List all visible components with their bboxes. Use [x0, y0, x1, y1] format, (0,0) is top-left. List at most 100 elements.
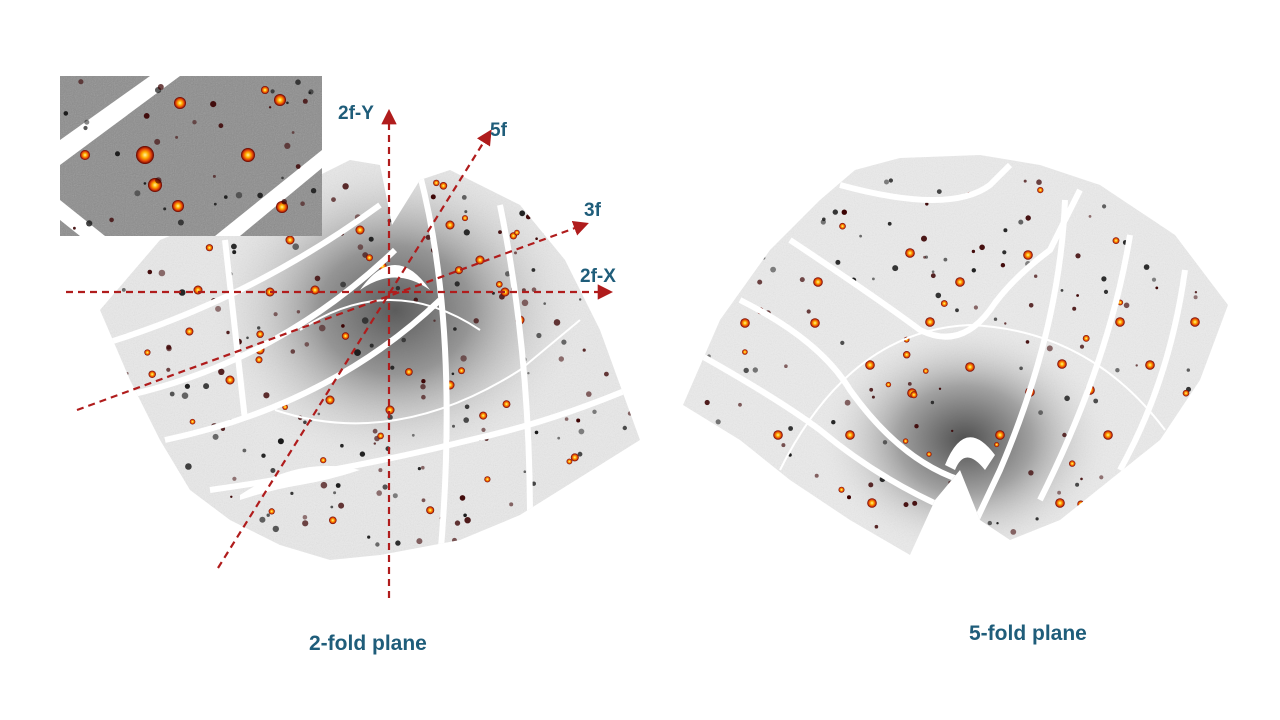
diffraction-spot: [134, 190, 141, 197]
diffraction-spot: [605, 200, 610, 206]
diffraction-spot: [1164, 479, 1169, 484]
diffraction-spot: [769, 481, 775, 487]
diffraction-spot: [317, 412, 321, 416]
diffraction-spot: [1185, 460, 1189, 464]
diffraction-spot: [868, 482, 874, 488]
diffraction-spot: [1143, 264, 1150, 270]
diffraction-spot: [368, 236, 374, 242]
diffraction-spot: [141, 512, 150, 521]
diffraction-spot: [531, 268, 536, 272]
diffraction-spot: [359, 451, 366, 457]
diffraction-spot: [543, 302, 546, 305]
diffraction-spot: [857, 534, 863, 541]
diffraction-spot: [1023, 250, 1033, 260]
diffraction-spot: [273, 312, 278, 317]
diffraction-spot: [375, 542, 380, 547]
diffraction-spot: [607, 247, 614, 253]
diffraction-spot: [330, 505, 334, 509]
diffraction-spot: [627, 411, 633, 416]
diffraction-spot: [314, 275, 321, 282]
diffraction-spot: [844, 399, 851, 406]
diffraction-spot: [578, 428, 585, 435]
diffraction-spot: [1199, 465, 1203, 469]
diffraction-spot: [83, 125, 88, 131]
diffraction-spot: [367, 535, 371, 539]
diffraction-spot: [1076, 294, 1079, 297]
diffraction-spot: [788, 426, 793, 431]
diffraction-spot: [884, 179, 889, 185]
diffraction-spot: [136, 146, 154, 164]
diffraction-spot: [361, 317, 369, 324]
diffraction-spot: [773, 430, 783, 440]
diffraction-spot: [357, 244, 364, 250]
diffraction-spot: [921, 235, 927, 242]
diffraction-spot: [888, 178, 894, 183]
diffraction-spot: [1183, 485, 1188, 491]
diffraction-spot: [903, 502, 909, 508]
diffraction-spot: [219, 542, 223, 547]
diffraction-spot: [624, 471, 631, 478]
diffraction-spot: [1000, 263, 1006, 268]
diffraction-spot: [290, 491, 294, 495]
diffraction-spot: [270, 89, 275, 94]
diffraction-spot: [246, 336, 249, 340]
diffraction-spot: [705, 229, 710, 234]
diffraction-spot: [340, 443, 344, 448]
diffraction-spot: [73, 226, 76, 230]
diffraction-spot: [126, 521, 130, 524]
diffraction-spot: [320, 457, 327, 464]
diffraction-spot: [631, 511, 638, 518]
diffraction-spot: [178, 289, 186, 296]
diffraction-spot: [531, 481, 536, 486]
diffraction-spot: [109, 217, 114, 223]
diffraction-spot: [259, 539, 266, 547]
diffraction-spot: [235, 192, 243, 199]
diffraction-spot: [938, 387, 942, 390]
diffraction-spot: [203, 383, 210, 390]
diffraction-spot: [1135, 364, 1138, 367]
diffraction-spot: [232, 250, 237, 255]
diffraction-spot: [1103, 289, 1109, 294]
diffraction-spot: [369, 343, 374, 348]
diffraction-spot: [80, 150, 90, 160]
diffraction-spot: [951, 429, 954, 433]
diffraction-spot: [557, 204, 563, 210]
diffraction-spot: [1023, 179, 1027, 183]
diffraction-spot: [871, 395, 875, 399]
diffraction-spot: [1103, 430, 1113, 440]
diffraction-spot: [781, 443, 786, 448]
diffraction-spot: [1003, 228, 1008, 233]
diffraction-spot: [1025, 215, 1031, 221]
diffraction-spot: [481, 427, 486, 432]
diffraction-spot: [912, 500, 918, 506]
diffraction-spot: [752, 367, 758, 373]
diffraction-spot: [1010, 529, 1017, 535]
diffraction-spot: [505, 271, 511, 277]
axis-labels: 2f-Y 5f 3f 2f-X: [338, 103, 616, 287]
diffraction-spot: [163, 207, 167, 211]
diffraction-spot: [78, 79, 84, 85]
diffraction-spot: [602, 469, 609, 477]
diffraction-spot: [885, 381, 892, 388]
diffraction-spot: [770, 266, 776, 273]
diffraction-spot: [1038, 410, 1043, 415]
diffraction-spot: [205, 244, 213, 252]
diffraction-spot: [1070, 523, 1075, 529]
diffraction-spot: [492, 186, 496, 189]
diffraction-spot: [143, 182, 147, 185]
diffraction-spot: [557, 436, 561, 440]
diffraction-spot: [340, 281, 346, 288]
label-3f: 3f: [584, 200, 602, 221]
diffraction-spot: [930, 273, 936, 279]
diffraction-spot: [1193, 295, 1198, 300]
diffraction-spot: [303, 420, 307, 425]
diffraction-spot: [627, 469, 634, 476]
diffraction-spot: [1115, 368, 1120, 373]
diffraction-spot: [453, 327, 457, 331]
diffraction-spot: [633, 468, 638, 473]
diffraction-spot: [832, 209, 838, 215]
diffraction-spot: [172, 200, 184, 212]
diffraction-spot: [439, 182, 448, 190]
diffraction-spot: [310, 285, 320, 295]
diffraction-spot: [534, 430, 539, 435]
